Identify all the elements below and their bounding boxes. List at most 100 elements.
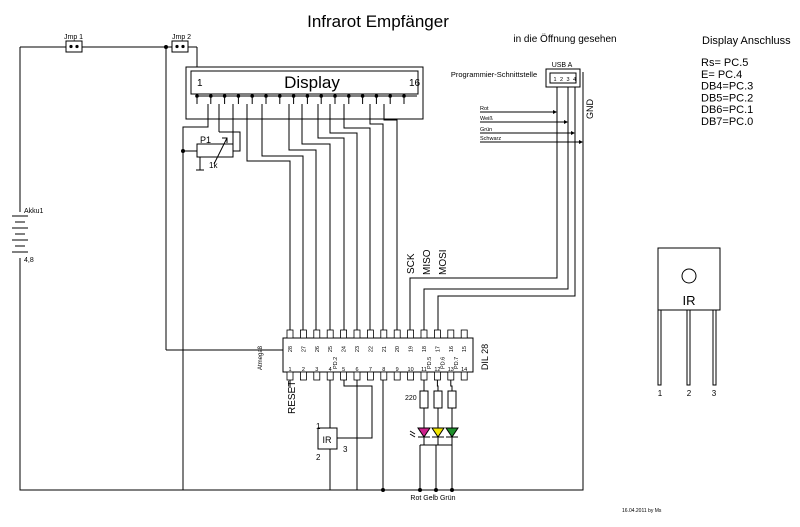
chip-package: DIL 28 [480, 344, 490, 370]
ir-sensor-leg [657, 309, 662, 386]
chip-pin [407, 371, 415, 381]
chip-pin [460, 371, 468, 381]
wire [437, 80, 576, 330]
wire [301, 104, 331, 330]
usb-pin-number: 2 [560, 77, 563, 83]
chip-pin-number: 15 [462, 346, 468, 352]
potentiometer-wiper-arrow [213, 137, 228, 165]
battery-label: Akku1 [24, 208, 44, 215]
ir-sensor-pin-2: 2 [687, 389, 692, 398]
chip-name: Atmega8 [258, 345, 264, 370]
resistor [419, 390, 429, 409]
chip-pin [407, 329, 415, 339]
chip-pin-number: 6 [355, 367, 358, 373]
schematic-title: Infrarot Empfänger [307, 12, 449, 31]
chip-pin-number: 24 [342, 346, 348, 352]
display-pin-1-label: 1 [197, 78, 203, 89]
wire [261, 104, 304, 330]
ir-sensor-pin-3: 3 [712, 389, 717, 398]
chip-pin-function: PD.6 [440, 357, 446, 369]
potentiometer-p1 [196, 143, 234, 158]
junction [381, 488, 385, 492]
chip-pin [340, 329, 348, 339]
light-emission-icon [409, 433, 416, 438]
wire [369, 104, 384, 330]
display-pin-mapping: Rs= PC.5E= PC.4DB4=PC.3DB5=PC.2DB6=PC.1D… [701, 57, 753, 128]
chip-pin [447, 329, 455, 339]
chip-pin-number: 18 [422, 346, 428, 352]
jumper-2 [171, 40, 189, 53]
chip-pin [366, 371, 374, 381]
display-connection-heading: Display Anschluss [702, 35, 791, 47]
resistor-value: 220 [405, 395, 417, 402]
ir-receiver [317, 427, 338, 450]
lcd-display-window [190, 70, 419, 95]
resistor [433, 390, 443, 409]
potentiometer-value: 1k [209, 161, 218, 170]
jumper-2-label: Jmp 2 [172, 34, 191, 41]
programming-interface-label: Programmier-Schnittstelle [451, 70, 537, 79]
chip-pin [366, 329, 374, 339]
jumper-1 [65, 40, 83, 53]
arrow-icon [579, 140, 583, 144]
chip-pin [286, 371, 294, 381]
chip-pin-number: 28 [288, 346, 294, 352]
chip-pin-number: 23 [355, 346, 361, 352]
battery-voltage: 4,8 [24, 257, 34, 264]
chip-pin-number: 8 [382, 367, 385, 373]
wire [450, 380, 453, 391]
chip-pin-number: 26 [315, 346, 321, 352]
chip-pin-function: PD.7 [454, 357, 460, 369]
chip-pin [286, 329, 294, 339]
jumper-pin [75, 44, 79, 49]
junction [434, 488, 438, 492]
usb-label: USB A [552, 62, 573, 69]
chip-pin [433, 371, 441, 381]
ir-pin-2: 2 [316, 453, 321, 462]
chip-pin [460, 329, 468, 339]
chip-pin-function: PD.5 [427, 357, 433, 369]
ir-sensor-package [657, 247, 721, 311]
usb-cable-label: Weiß [480, 116, 493, 122]
led-indicators [409, 380, 459, 445]
chip-pin [447, 371, 455, 381]
chip-pin [299, 329, 307, 339]
battery-symbol [12, 212, 28, 258]
chip-pin-number: 1 [288, 367, 291, 373]
supply-loop-wire [19, 47, 584, 491]
chip-pin [420, 329, 428, 339]
display-pin-mapping-line: DB6=PC.1 [701, 104, 753, 116]
chip-pin-number: 25 [328, 346, 334, 352]
chip-pin-number: 16 [449, 346, 455, 352]
ir-sensor-label: IR [683, 293, 696, 308]
chip-pin-number: 3 [315, 367, 318, 373]
jumper-1-label: Jmp 1 [64, 34, 83, 41]
ir-sensor-leg [712, 309, 717, 386]
viewing-note: in die Öffnung gesehen [513, 33, 616, 45]
chip-pin-number: 22 [368, 346, 374, 352]
chip-pin [353, 371, 361, 381]
reset-label: RESET [287, 381, 298, 414]
chip-pin-number: 4 [329, 367, 332, 373]
display-pin-16-label: 16 [409, 78, 421, 89]
usb-pin-number: 1 [553, 77, 556, 83]
display-pin-mapping-line: DB7=PC.0 [701, 116, 753, 128]
wire [329, 104, 358, 330]
chip-pin-number: 27 [301, 346, 307, 352]
chip-pin [380, 371, 388, 381]
date-author-footer: 16.04.2011 by Ms [622, 508, 662, 514]
chip-pin-number: 11 [421, 367, 427, 373]
chip-pin [340, 371, 348, 381]
atmega8-chip [282, 337, 474, 373]
wire [436, 380, 439, 391]
chip-pin-number: 2 [302, 367, 305, 373]
ir-pin-3: 3 [343, 445, 348, 454]
chip-pin-number: 12 [434, 367, 440, 373]
wire [317, 104, 345, 330]
chip-pin [393, 371, 401, 381]
chip-pin-number: 9 [396, 367, 399, 373]
